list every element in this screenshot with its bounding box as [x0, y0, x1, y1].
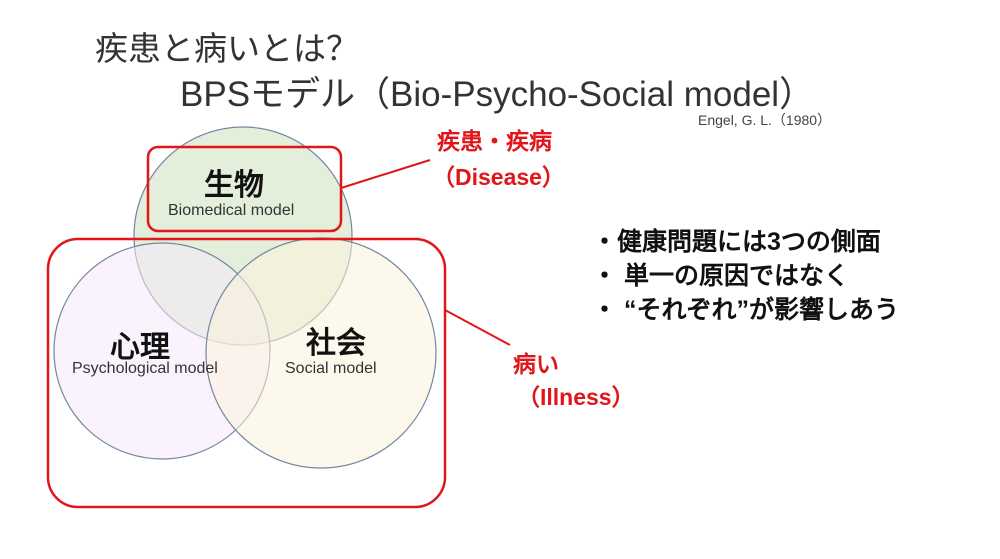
- citation: Engel, G. L.（1980）: [698, 112, 832, 128]
- psych-sublabel: Psychological model: [72, 360, 218, 377]
- social-sublabel: Social model: [285, 360, 377, 377]
- slide-subtitle: BPSモデル（Bio-Psycho-Social model）: [180, 75, 815, 114]
- disease-label-en: （Disease）: [432, 164, 565, 190]
- slide-title: 疾患と病いとは？: [95, 30, 359, 67]
- disease-frame: [146, 145, 343, 233]
- bio-label: 生物: [204, 169, 264, 202]
- illness-label: 病い: [513, 351, 559, 377]
- disease-connector: [340, 159, 431, 189]
- point-3: ・ “それぞれ”が影響しあう: [592, 296, 899, 324]
- point-1: ・健康問題には3つの側面: [592, 228, 881, 256]
- bio-sublabel: Biomedical model: [168, 202, 295, 219]
- social-label: 社会: [306, 327, 366, 360]
- illness-label-en: （Illness）: [517, 384, 635, 410]
- disease-label: 疾患・疾病: [437, 128, 552, 154]
- illness-frame: [46, 237, 447, 509]
- illness-connector: [444, 309, 511, 346]
- point-2: ・ 単一の原因ではなく: [592, 262, 849, 290]
- psych-label: 心理: [110, 331, 170, 364]
